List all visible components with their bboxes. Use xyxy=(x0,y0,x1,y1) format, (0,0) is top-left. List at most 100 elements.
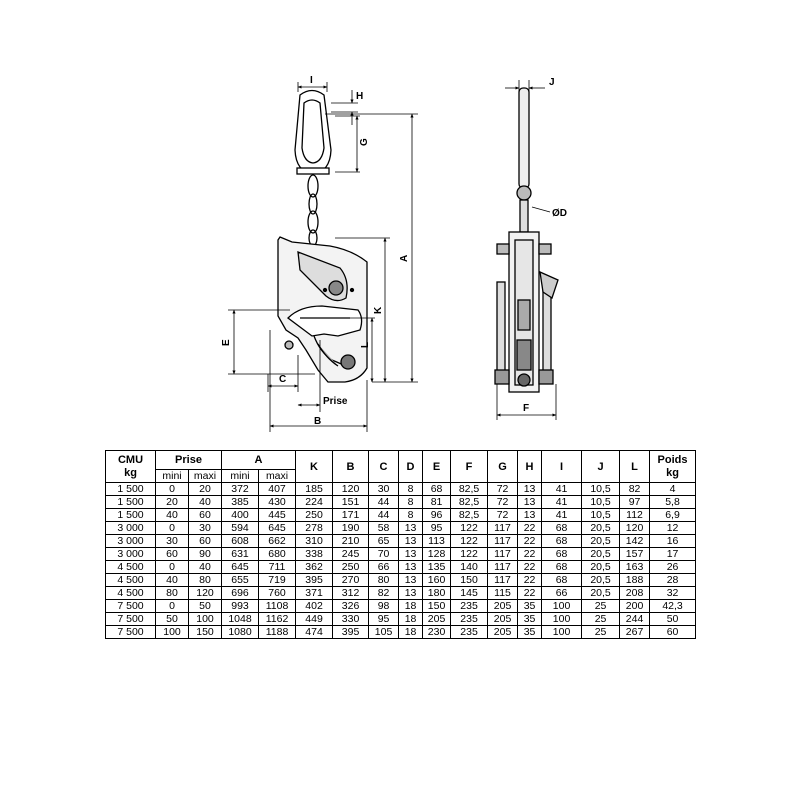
table-cell: 402 xyxy=(295,599,334,613)
table-cell: 1 500 xyxy=(105,495,156,509)
table-cell: 105 xyxy=(368,625,400,639)
table-cell: 82,5 xyxy=(450,495,489,509)
table-cell: 8 xyxy=(398,508,424,522)
table-cell: 190 xyxy=(332,521,370,535)
table-cell: 395 xyxy=(332,625,370,639)
table-cell: 30 xyxy=(368,482,400,496)
table-cell: 22 xyxy=(517,560,543,574)
table-cell: 13 xyxy=(398,586,424,600)
table-cell: 270 xyxy=(332,573,370,587)
header-h: H xyxy=(517,450,543,483)
label-f: F xyxy=(523,403,529,414)
table-cell: 594 xyxy=(221,521,260,535)
front-dimensions xyxy=(228,82,418,432)
table-cell: 645 xyxy=(221,560,260,574)
table-cell: 1 500 xyxy=(105,482,156,496)
table-cell: 3 000 xyxy=(105,534,156,548)
table-cell: 235 xyxy=(450,599,489,613)
table-cell: 30 xyxy=(187,521,223,535)
table-cell: 8 xyxy=(398,482,424,496)
table-cell: 98 xyxy=(368,599,400,613)
table-cell: 80 xyxy=(155,586,189,600)
header-c: C xyxy=(368,450,400,483)
header-prise: Prise xyxy=(154,450,223,470)
table-cell: 13 xyxy=(517,482,543,496)
table-cell: 100 xyxy=(541,612,583,626)
table-cell: 117 xyxy=(487,521,519,535)
table-cell: 7 500 xyxy=(105,625,156,639)
table-cell: 430 xyxy=(258,495,297,509)
table-cell: 22 xyxy=(517,547,543,561)
table-cell: 128 xyxy=(422,547,452,561)
table-cell: 117 xyxy=(487,547,519,561)
table-cell: 312 xyxy=(332,586,370,600)
table-cell: 41 xyxy=(541,508,583,522)
table-cell: 6,9 xyxy=(649,508,697,522)
table-cell: 68 xyxy=(541,521,583,535)
table-cell: 3 000 xyxy=(105,521,156,535)
table-cell: 72 xyxy=(487,495,519,509)
label-a: A xyxy=(399,255,410,262)
table-cell: 82,5 xyxy=(450,508,489,522)
table-cell: 22 xyxy=(517,573,543,587)
table-cell: 407 xyxy=(258,482,297,496)
table-cell: 40 xyxy=(155,508,189,522)
header-k: K xyxy=(295,450,334,483)
table-cell: 82 xyxy=(368,586,400,600)
side-dimensions xyxy=(496,80,557,420)
table-cell: 20,5 xyxy=(581,573,621,587)
table-cell: 608 xyxy=(221,534,260,548)
table-cell: 400 xyxy=(221,508,260,522)
table-cell: 22 xyxy=(517,586,543,600)
label-prise: Prise xyxy=(323,396,348,407)
table-cell: 371 xyxy=(295,586,334,600)
table-cell: 35 xyxy=(517,599,543,613)
table-cell: 72 xyxy=(487,482,519,496)
table-cell: 205 xyxy=(487,625,519,639)
header-l: L xyxy=(619,450,651,483)
table-cell: 8 xyxy=(398,495,424,509)
table-cell: 230 xyxy=(422,625,452,639)
table-cell: 20,5 xyxy=(581,547,621,561)
label-d: ØD xyxy=(552,208,567,219)
table-cell: 68 xyxy=(541,547,583,561)
table-cell: 66 xyxy=(368,560,400,574)
label-e: E xyxy=(221,339,232,346)
table-cell: 120 xyxy=(187,586,223,600)
table-cell: 25 xyxy=(581,612,621,626)
table-cell: 100 xyxy=(187,612,223,626)
table-cell: 32 xyxy=(649,586,697,600)
table-cell: 151 xyxy=(332,495,370,509)
table-cell: 60 xyxy=(187,534,223,548)
table-cell: 235 xyxy=(450,612,489,626)
table-cell: 267 xyxy=(619,625,651,639)
table-cell: 117 xyxy=(487,560,519,574)
table-cell: 25 xyxy=(581,625,621,639)
table-cell: 185 xyxy=(295,482,334,496)
table-cell: 1048 xyxy=(221,612,260,626)
table-cell: 26 xyxy=(649,560,697,574)
table-cell: 100 xyxy=(541,599,583,613)
table-cell: 208 xyxy=(619,586,651,600)
specification-table: CMU kg Prise A K B C D E F G H I J L Poi… xyxy=(105,450,697,639)
table-cell: 70 xyxy=(368,547,400,561)
label-b: B xyxy=(314,416,321,427)
table-cell: 42,3 xyxy=(649,599,697,613)
table-cell: 122 xyxy=(450,521,489,535)
table-cell: 655 xyxy=(221,573,260,587)
table-cell: 326 xyxy=(332,599,370,613)
table-cell: 13 xyxy=(517,495,543,509)
table-cell: 41 xyxy=(541,495,583,509)
technical-drawing: I H G A K L E C Prise B xyxy=(221,75,567,432)
table-cell: 65 xyxy=(368,534,400,548)
table-cell: 3 000 xyxy=(105,547,156,561)
table-cell: 100 xyxy=(155,625,189,639)
